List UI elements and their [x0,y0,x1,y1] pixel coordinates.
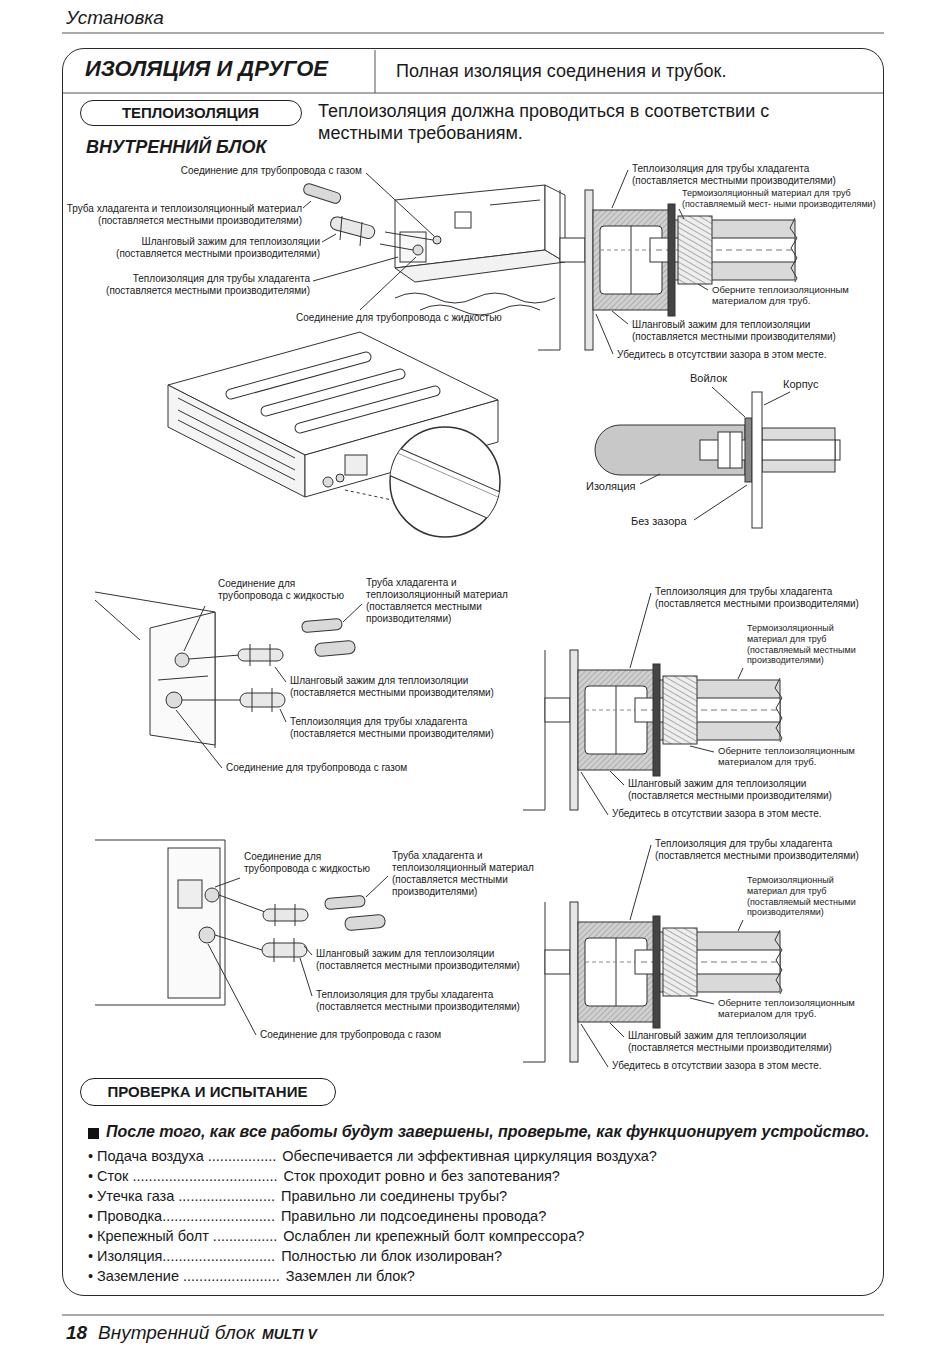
product-logo: MULTI V [262,1326,317,1343]
checklist-item: • Сток .................................… [88,1168,278,1185]
section-tab: ТЕПЛОИЗОЛЯЦИЯ [80,100,302,126]
callout-label: Соединение для трубопровода с газом [260,1029,480,1041]
tab-label: ТЕПЛОИЗОЛЯЦИЯ [122,104,259,122]
callout-label: Теплоизоляция для трубы хладагента (пост… [655,838,875,862]
callout-label: Соединение для трубопровода с газом [226,762,446,774]
callout-label: Шланговый зажим для теплоизоляции (поста… [628,778,848,802]
callout-label: Убедитесь в отсутствии зазора в этом мес… [617,349,857,361]
callout-label: Термоизоляционный материал для труб (пос… [747,875,865,918]
instruction-heading: После того, как все работы будут заверше… [106,1122,869,1141]
callout-label: Теплоизоляция для трубы хладагента (пост… [290,716,510,740]
callout-label: Шланговый зажим для теплоизоляции (поста… [316,948,536,972]
checklist-question: Ослаблен ли крепежный болт компрессора? [283,1228,584,1245]
checklist-item: • Проводка............................ [88,1208,275,1225]
duct-unit-large [168,332,505,537]
callout-label: Убедитесь в отсутствии зазора в этом мес… [612,1060,852,1072]
callout-label: Оберните теплоизоляционным материалом дл… [712,284,862,307]
callout-label: Теплоизоляция для трубы хладагента (пост… [90,273,310,297]
callout-label: Корпус [783,378,818,391]
subsection-heading: ВНУТРЕННИЙ БЛОК [86,137,266,159]
checklist-item: • Крепежный болт ................ [88,1228,277,1245]
callout-label: Шланговый зажим для теплоизоляции (поста… [100,236,320,260]
checklist-item: • Изоляция............................ [88,1248,275,1265]
tab-label: ПРОВЕРКА И ИСПЫТАНИЕ [108,1083,308,1101]
callout-label: Соединение для трубопровода с жидкостью [244,851,384,875]
checklist-question: Обеспечивается ли эффективная циркуляция… [282,1148,657,1165]
checklist-question: Правильно ли подсоединены провода? [281,1208,546,1225]
callout-label: Труба хладагента и теплоизоляционный мат… [40,203,302,227]
callout-label: Соединение для трубопровода с газом [152,165,362,177]
callout-label: Войлок [690,372,727,385]
callout-label: Шланговый зажим для теплоизоляции (поста… [290,675,510,699]
checklist-question: Полностью ли блок изолирован? [281,1248,502,1265]
callout-label: Термоизоляционный материал для труб (пос… [747,623,865,666]
section-tab: ПРОВЕРКА И ИСПЫТАНИЕ [80,1078,336,1106]
callout-label: Убедитесь в отсутствии зазора в этом мес… [612,808,852,820]
square-bullet [88,1128,99,1139]
callout-label: Соединение для трубопровода с жидкостью [296,312,536,324]
page-number: 18 [66,1322,87,1345]
felt-detail [595,387,840,528]
section-frame: ИЗОЛЯЦИЯ И ДРУГОЕ Полная изоляция соедине… [62,48,884,1296]
callout-label: Труба хладагента и теплоизоляционный мат… [392,850,542,898]
callout-label: Труба хладагента и теплоизоляционный мат… [366,577,516,625]
callout-label: Шланговый зажим для теплоизоляции (поста… [628,1030,848,1054]
duct-unit-top [302,173,565,315]
running-header: Установка [66,7,164,30]
callout-label: Теплоизоляция для трубы хладагента (пост… [316,989,536,1013]
checklist-item: • Утечка газа ........................ [88,1188,275,1205]
checklist-question: Заземлен ли блок? [286,1268,415,1285]
checklist-item: • Подача воздуха ................. [88,1148,276,1165]
section-subtitle: Полная изоляция соединения и трубок. [396,61,726,83]
callout-label: Соединение для трубопровода с жидкостью [218,578,358,602]
callout-label: Теплоизоляция для трубы хладагента (пост… [632,163,852,187]
footer-title: Внутренний блок [98,1322,255,1345]
callout-label: Теплоизоляция для трубы хладагента (пост… [655,586,875,610]
section-title: ИЗОЛЯЦИЯ И ДРУГОЕ [85,56,328,82]
checklist-question: Правильно ли соединены трубы? [281,1188,507,1205]
callout-label: Оберните теплоизоляционным материалом дл… [718,745,868,768]
section-note: Теплоизоляция должна проводиться в соотв… [318,101,818,144]
callout-label: Шланговый зажим для теплоизоляции (поста… [632,319,852,343]
callout-label: Без зазора [631,515,687,528]
checklist-question: Сток проходит ровно и без запотевания? [284,1168,560,1185]
callout-label: Изоляция [586,480,635,493]
callout-label: Термоизоляционный материал для труб (пос… [682,188,880,210]
callout-label: Оберните теплоизоляционным материалом дл… [718,997,868,1020]
checklist-item: • Заземление ........................ [88,1268,280,1285]
